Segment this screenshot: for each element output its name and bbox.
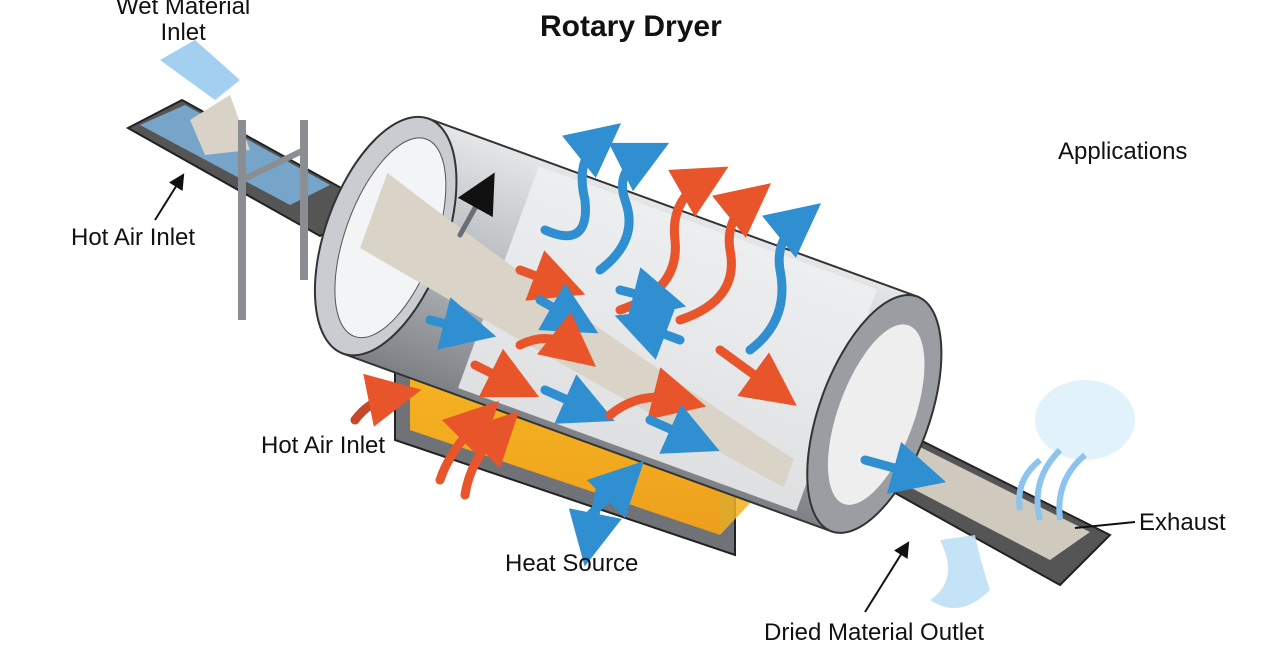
leader-lines	[154, 173, 1136, 613]
wet-material-inlet-line1: Wet Material	[116, 0, 251, 20]
hot-air-inlet-label-bottom: Hot Air Inlet	[261, 432, 386, 459]
diagram-title: Rotary Dryer	[540, 10, 722, 43]
dried-material-outlet-label: Dried Material Outlet	[764, 619, 985, 646]
inlet-conveyor	[125, 40, 375, 320]
heat-source-label: Heat Source	[505, 550, 639, 577]
airflow-arrows	[350, 123, 947, 567]
exhaust-label: Exhaust	[1139, 509, 1226, 536]
applications-label: Applications	[1058, 138, 1188, 165]
wet-material-inlet-line2: Inlet	[160, 19, 206, 46]
hot-air-inlet-label-top: Hot Air Inlet	[71, 224, 196, 251]
wet-material-inlet-label: Wet Material Inlet	[116, 0, 250, 46]
